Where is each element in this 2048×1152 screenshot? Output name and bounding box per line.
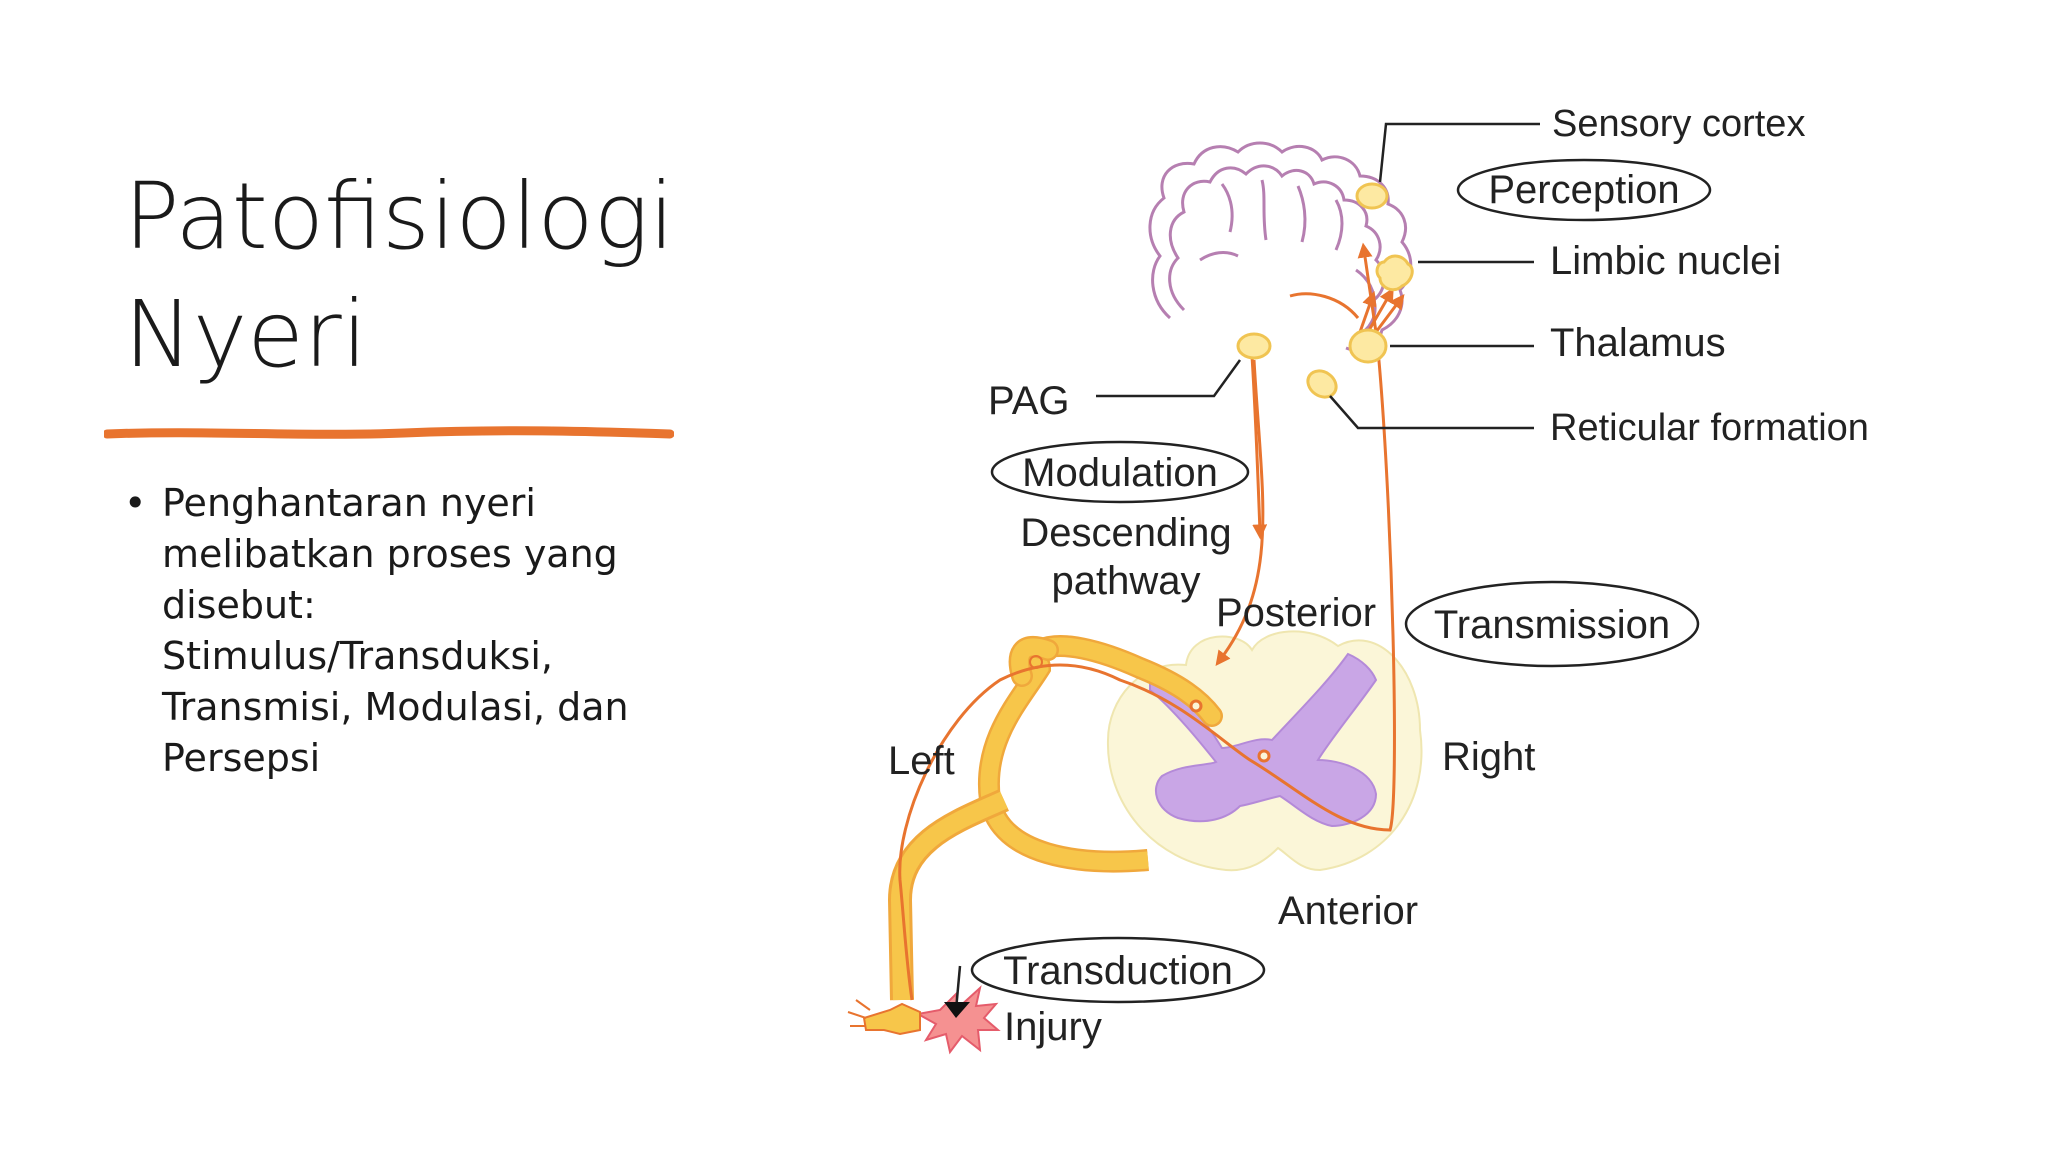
transduction-oval [970, 936, 1266, 1004]
bullet-item: Penghantaran nyeri melibatkan proses yan… [124, 478, 684, 784]
label-descending: Descending [1020, 511, 1231, 555]
title-line: Patofisiologi [124, 163, 675, 270]
bullet-list: Penghantaran nyeri melibatkan proses yan… [124, 478, 684, 784]
bullet-line: melibatkan proses yang [162, 532, 618, 576]
injury-burst [847, 985, 1001, 1055]
reticular-formation-node [1306, 369, 1338, 399]
label-limbic-nuclei: Limbic nuclei [1550, 239, 1781, 283]
label-posterior: Posterior [1216, 591, 1376, 635]
transduction-arrowhead [944, 1002, 970, 1018]
slide-title: Patofisiologi Nyeri [124, 158, 724, 394]
title-underline [104, 426, 674, 439]
label-pathway: pathway [1052, 559, 1201, 603]
label-left: Left [888, 739, 955, 783]
label-sensory-cortex: Sensory cortex [1552, 103, 1805, 145]
ascending-pathway [898, 242, 1405, 1001]
modulation-oval [990, 440, 1250, 504]
label-transmission: Transmission [1434, 603, 1670, 647]
thalamus-node [1348, 328, 1388, 364]
brain-outline [1148, 141, 1413, 352]
bullet-line: Penghantaran nyeri [162, 481, 536, 525]
label-anterior: Anterior [1278, 889, 1418, 933]
label-perception: Perception [1488, 168, 1679, 212]
bullet-line: Persepsi [162, 736, 321, 780]
sensory-cortex-nucleus [1355, 182, 1389, 210]
leader-lines [954, 122, 1540, 1011]
label-pag: PAG [988, 379, 1070, 423]
label-reticular-formation: Reticular formation [1550, 407, 1869, 449]
bullet-line: Stimulus/Transduksi, [162, 634, 553, 678]
limbic-nuclei-node [1375, 254, 1414, 292]
descending-pathway [1215, 355, 1268, 667]
bullet-line: Transmisi, Modulasi, dan [162, 685, 629, 729]
perception-oval [1456, 158, 1712, 222]
label-thalamus: Thalamus [1550, 321, 1726, 365]
title-line: Nyeri [124, 281, 368, 388]
bullet-line: disebut: [162, 583, 316, 627]
pag-node [1236, 332, 1272, 360]
label-transduction: Transduction [1003, 949, 1233, 993]
spinal-cord-gray-matter [1149, 652, 1378, 828]
label-modulation: Modulation [1022, 451, 1218, 495]
transmission-oval [1404, 580, 1700, 668]
label-right: Right [1442, 735, 1535, 779]
label-injury: Injury [1004, 1005, 1102, 1049]
